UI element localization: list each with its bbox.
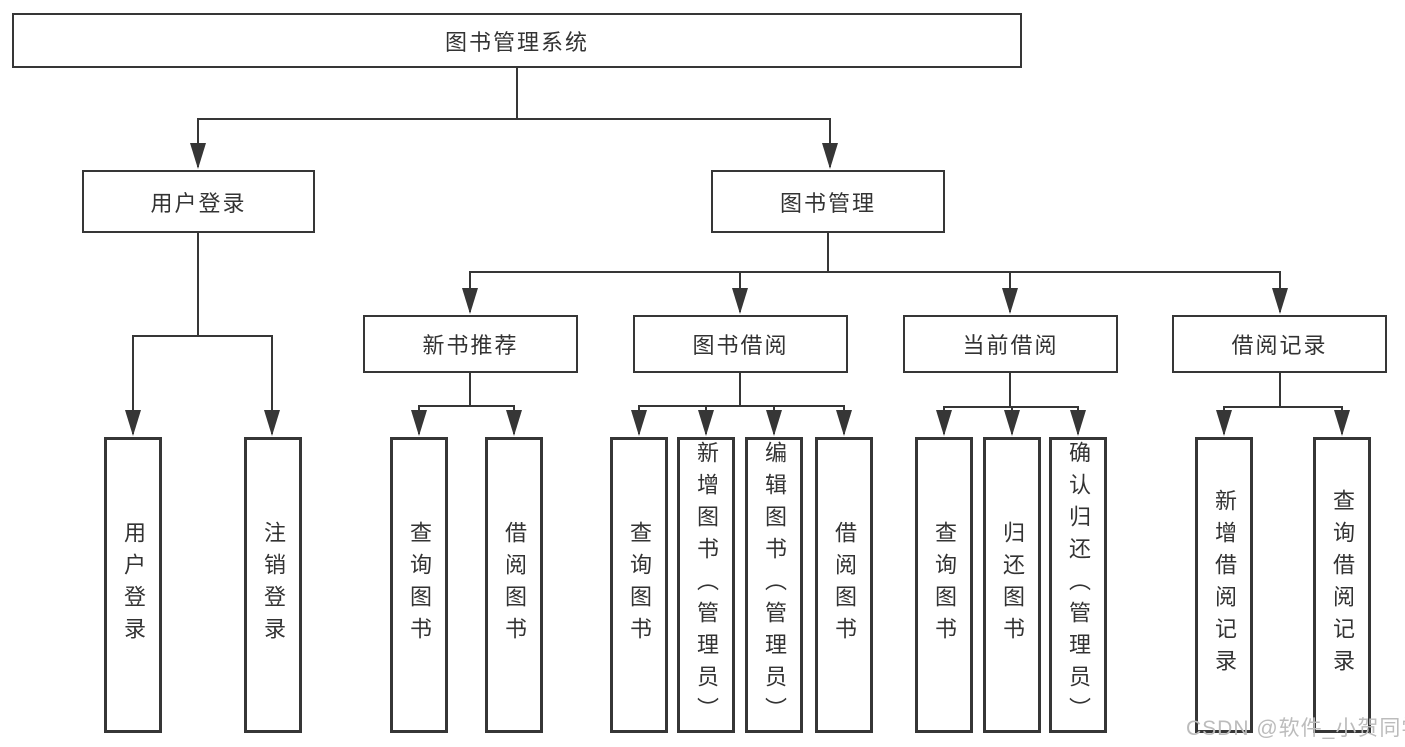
node-label: 借阅图书 — [832, 521, 857, 649]
node-label: 新增借阅记录 — [1212, 489, 1237, 681]
node-label: 用户登录 — [121, 521, 146, 649]
node-label: 归还图书 — [1000, 521, 1025, 649]
node-label: 查询借阅记录 — [1330, 489, 1355, 681]
node-user-login: 用户登录 — [82, 170, 315, 233]
leaf-add-borrow-record: 新增借阅记录 — [1195, 437, 1253, 733]
node-label: 确认归还（管理员） — [1066, 441, 1091, 729]
watermark: CSDN @软件_小贺同学 — [1186, 717, 1405, 740]
node-book-borrow: 图书借阅 — [633, 315, 848, 373]
node-label: 新书推荐 — [422, 333, 519, 358]
node-label: 借阅图书 — [502, 521, 527, 649]
node-label: 图书借阅 — [692, 333, 789, 358]
node-label: 查询图书 — [627, 521, 652, 649]
leaf-query-books-borrow: 查询图书 — [610, 437, 668, 733]
leaf-add-book-admin: 新增图书（管理员） — [677, 437, 735, 733]
node-label: 借阅记录 — [1231, 333, 1328, 358]
leaf-edit-book-admin: 编辑图书（管理员） — [745, 437, 803, 733]
node-current-borrow: 当前借阅 — [903, 315, 1118, 373]
node-label: 用户登录 — [150, 190, 247, 216]
node-label: 图书管理 — [779, 190, 876, 216]
node-label: 当前借阅 — [962, 333, 1059, 358]
node-label: 编辑图书（管理员） — [762, 441, 787, 729]
node-label: 新增图书（管理员） — [694, 441, 719, 729]
node-label: 图书管理系统 — [444, 29, 589, 55]
leaf-query-books-recommend: 查询图书 — [390, 437, 448, 733]
node-label: 查询图书 — [407, 521, 432, 649]
node-label: 注销登录 — [261, 521, 286, 649]
node-system-root: 图书管理系统 — [12, 13, 1022, 68]
leaf-query-borrow-record: 查询借阅记录 — [1313, 437, 1371, 733]
node-new-book-recommend: 新书推荐 — [363, 315, 578, 373]
leaf-confirm-return-admin: 确认归还（管理员） — [1049, 437, 1107, 733]
leaf-return-book: 归还图书 — [983, 437, 1041, 733]
leaf-borrow-books-recommend: 借阅图书 — [485, 437, 543, 733]
node-borrow-records: 借阅记录 — [1172, 315, 1387, 373]
node-book-management: 图书管理 — [711, 170, 945, 233]
leaf-query-books-current: 查询图书 — [915, 437, 973, 733]
node-label: 查询图书 — [932, 521, 957, 649]
leaf-borrow-books: 借阅图书 — [815, 437, 873, 733]
leaf-logout: 注销登录 — [244, 437, 302, 733]
leaf-user-login: 用户登录 — [104, 437, 162, 733]
